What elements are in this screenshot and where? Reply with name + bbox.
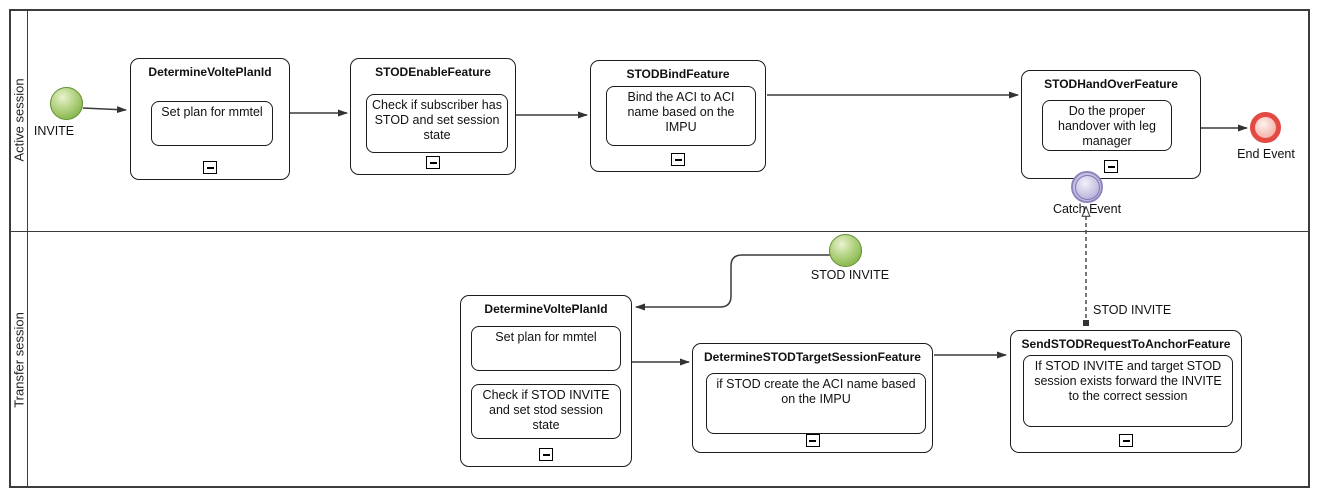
lane-divider [9, 231, 1310, 232]
lane-label-column-divider [27, 9, 28, 488]
task-title: DetermineVoltePlanId [484, 302, 608, 316]
task-note: Set plan for mmtel [151, 101, 273, 146]
start-event-invite-label: INVITE [33, 124, 75, 138]
task-determine-stod-target-session-feature[interactable]: DetermineSTODTargetSessionFeature if STO… [692, 343, 933, 453]
task-title: SendSTODRequestToAnchorFeature [1021, 337, 1231, 351]
task-note: if STOD create the ACI name based on the… [706, 373, 926, 434]
task-note: Set plan for mmtel [471, 326, 621, 371]
collapse-marker-icon[interactable] [1119, 434, 1133, 447]
task-note: Do the proper handover with leg manager [1042, 100, 1172, 151]
task-title: STODEnableFeature [375, 65, 491, 79]
task-note: If STOD INVITE and target STOD session e… [1023, 355, 1233, 427]
start-event-invite[interactable] [50, 87, 83, 120]
lane-label-transfer-session: Transfer session [11, 312, 27, 408]
end-event-label: End Event [1237, 147, 1295, 161]
catch-event[interactable] [1071, 171, 1103, 203]
start-event-stod-invite[interactable] [829, 234, 862, 267]
task-stod-handover-feature[interactable]: STODHandOverFeature Do the proper handov… [1021, 70, 1201, 179]
collapse-marker-icon[interactable] [1104, 160, 1118, 173]
task-determine-volte-plan-transfer[interactable]: DetermineVoltePlanId Set plan for mmtel … [460, 295, 632, 467]
collapse-marker-icon[interactable] [671, 153, 685, 166]
task-title: DetermineSTODTargetSessionFeature [704, 350, 921, 364]
catch-event-label: Catch Event [1052, 202, 1122, 216]
start-event-stod-invite-label: STOD INVITE [810, 268, 890, 282]
task-note: Check if subscriber has STOD and set ses… [366, 94, 508, 153]
message-flow-label: STOD INVITE [1093, 303, 1172, 317]
task-title: STODHandOverFeature [1044, 77, 1178, 91]
task-title: DetermineVoltePlanId [148, 65, 272, 79]
task-stod-enable-feature[interactable]: STODEnableFeature Check if subscriber ha… [350, 58, 516, 175]
collapse-marker-icon[interactable] [539, 448, 553, 461]
collapse-marker-icon[interactable] [203, 161, 217, 174]
collapse-marker-icon[interactable] [805, 434, 820, 447]
task-note: Check if STOD INVITE and set stod sessio… [471, 384, 621, 439]
task-send-stod-request-to-anchor-feature[interactable]: SendSTODRequestToAnchorFeature If STOD I… [1010, 330, 1242, 453]
task-determine-volte-plan-active[interactable]: DetermineVoltePlanId Set plan for mmtel [130, 58, 290, 180]
lane-label-active-session: Active session [11, 78, 27, 162]
collapse-marker-icon[interactable] [426, 156, 440, 169]
catch-event-inner-ring [1074, 174, 1100, 200]
task-title: STODBindFeature [626, 67, 730, 81]
task-stod-bind-feature[interactable]: STODBindFeature Bind the ACI to ACI name… [590, 60, 766, 172]
end-event[interactable] [1250, 112, 1281, 143]
task-note: Bind the ACI to ACI name based on the IM… [606, 86, 756, 146]
